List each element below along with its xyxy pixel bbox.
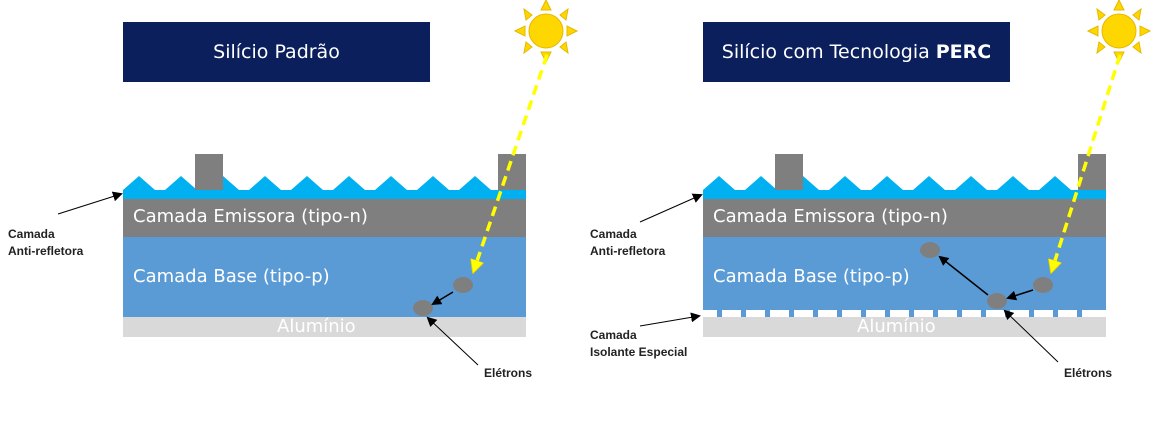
- electrons-note: Elétrons: [484, 366, 533, 380]
- antireflective-note: Camada Anti-refletora: [590, 226, 665, 260]
- emitter-layer: [123, 198, 526, 237]
- note-line: Isolante Especial: [590, 345, 688, 359]
- note-line: Camada: [590, 227, 637, 241]
- antireflective-layer: [123, 190, 526, 199]
- front-contact: [775, 154, 803, 190]
- electron-reflection-arrow: [938, 255, 989, 296]
- antireflective-note: Camada Anti-refletora: [8, 226, 83, 260]
- electrons-pointer: [1003, 309, 1059, 363]
- electrons-pointer: [426, 316, 479, 366]
- electron: [453, 277, 473, 293]
- emitter-label: Camada Emissora (tipo-n): [133, 206, 368, 227]
- sunlight-ray: [474, 54, 549, 270]
- note-line: Camada: [8, 227, 55, 241]
- antireflective-texture: [123, 176, 526, 190]
- panel-title-emphasis: PERC: [935, 41, 992, 63]
- front-contact: [1078, 154, 1106, 190]
- electron-path-arrow: [1006, 289, 1034, 301]
- panel-standard: [57, 0, 579, 366]
- electron: [1033, 277, 1053, 293]
- electron: [413, 300, 433, 316]
- sun-icon: [513, 0, 579, 64]
- insulating-pointer: [639, 312, 701, 327]
- sun-icon: [1086, 0, 1152, 64]
- insulating-note: Camada Isolante Especial: [590, 327, 687, 361]
- panel-title: Silício Padrão: [123, 22, 430, 82]
- note-line: Camada: [590, 328, 637, 342]
- sunlight-ray: [1052, 54, 1122, 270]
- front-contact: [195, 154, 223, 190]
- aluminum-label: Alumínio: [857, 316, 936, 337]
- panel-perc: [639, 0, 1152, 363]
- panel-title-text: Silício com Tecnologia: [721, 41, 930, 63]
- electron-path-arrow: [431, 291, 454, 306]
- electron: [920, 242, 940, 258]
- insulating-layer: [703, 310, 1106, 317]
- panel-title: Silício com Tecnologia PERC: [703, 22, 1010, 82]
- base-label: Camada Base (tipo-p): [133, 266, 330, 287]
- antireflective-layer: [703, 190, 1106, 199]
- base-layer: [703, 237, 1106, 310]
- emitter-layer: [703, 198, 1106, 237]
- emitter-label: Camada Emissora (tipo-n): [713, 206, 948, 227]
- electron: [987, 293, 1007, 309]
- note-line: Anti-refletora: [8, 244, 84, 258]
- antireflective-pointer: [57, 191, 123, 215]
- antireflective-texture: [703, 176, 1106, 190]
- note-line: Anti-refletora: [590, 244, 666, 258]
- base-label: Camada Base (tipo-p): [713, 266, 910, 287]
- aluminum-layer: [703, 317, 1106, 337]
- panel-title-text: Silício Padrão: [213, 41, 340, 63]
- aluminum-layer: [123, 317, 526, 337]
- aluminum-label: Alumínio: [277, 316, 356, 337]
- base-layer: [123, 237, 526, 317]
- antireflective-pointer: [639, 193, 703, 223]
- electrons-note: Elétrons: [1064, 366, 1113, 380]
